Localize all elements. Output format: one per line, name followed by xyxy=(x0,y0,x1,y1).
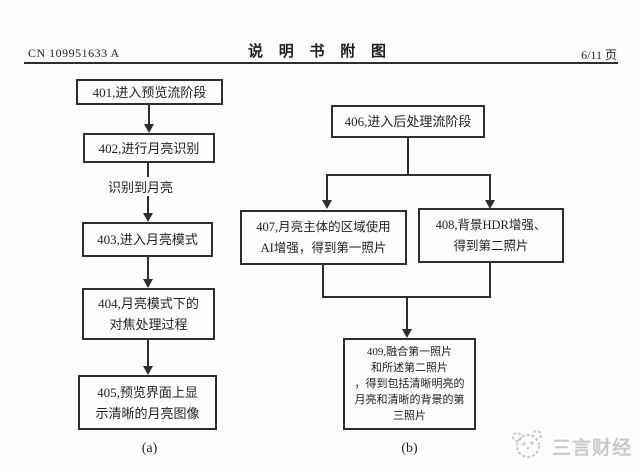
edge-label-moon-recognized: 识别到月亮 xyxy=(105,177,177,196)
arrow-down-icon xyxy=(322,200,332,209)
figure-caption-b: (b) xyxy=(401,441,418,456)
box-402-text: 402,进行月亮识别 xyxy=(98,140,200,156)
edge-407-merge xyxy=(322,265,324,298)
edge-branch-408 xyxy=(489,174,491,200)
watermark: 三言财经 xyxy=(506,427,632,466)
box-409-text-line3: ，得到包括清晰明亮的 xyxy=(354,378,465,390)
flow-box-407: 407,月亮主体的区域使用 AI增强，得到第一照片 xyxy=(240,210,407,265)
box-405-text-line2: 示清晰的月亮图像 xyxy=(95,405,200,421)
flow-box-406: 406,进入后处理流阶段 xyxy=(331,105,485,138)
box-404-text-line1: 404,月亮模式下的 xyxy=(98,296,199,311)
box-405-text-line1: 405,预览界面上显 xyxy=(97,384,198,400)
box-409-text-line2: 和所述第二照片 xyxy=(371,362,448,374)
box-406-text: 406,进入后处理流阶段 xyxy=(344,114,472,129)
edge-404-405 xyxy=(147,340,149,366)
box-409-text-line4: 月亮和清晰的背景的第 xyxy=(354,394,465,406)
arrow-down-icon xyxy=(485,200,495,209)
header-divider xyxy=(24,62,618,64)
page-title: 说 明 书 附 图 xyxy=(247,44,392,60)
flow-box-408: 408,背景HDR增强、 得到第二照片 xyxy=(418,208,564,263)
box-404-text-line2: 对焦处理过程 xyxy=(109,317,188,332)
arrow-down-icon xyxy=(402,329,412,338)
box-407-text-line2: AI增强，得到第一照片 xyxy=(260,240,387,255)
flow-box-409: 409,融合第一照片 和所述第二照片 ，得到包括清晰明亮的 月亮和清晰的背景的第… xyxy=(343,338,476,430)
watermark-brand-text: 三言财经 xyxy=(552,438,633,459)
arrow-down-icon xyxy=(143,213,153,222)
edge-406-stem xyxy=(407,138,409,174)
box-409-text-line1: 409,融合第一照片 xyxy=(366,346,453,358)
flow-box-402: 402,进行月亮识别 xyxy=(83,133,215,163)
edge-merge-409 xyxy=(406,298,408,329)
edge-401-402 xyxy=(148,105,150,126)
box-408-text-line1: 408,背景HDR增强、 xyxy=(435,217,547,232)
flow-box-404: 404,月亮模式下的 对焦处理过程 xyxy=(82,288,215,340)
box-407-text-line1: 407,月亮主体的区域使用 xyxy=(256,219,391,234)
arrow-down-icon xyxy=(143,366,153,375)
box-408-text-line2: 得到第二照片 xyxy=(453,238,529,253)
edge-branch-407 xyxy=(326,174,328,200)
page-number-indicator: 6/11 页 xyxy=(581,48,617,62)
panda-face-icon xyxy=(506,427,546,466)
figure-caption-a: (a) xyxy=(141,441,158,456)
edge-403-404 xyxy=(147,257,149,279)
flow-box-401: 401,进入预览流阶段 xyxy=(76,79,223,105)
edge-408-merge xyxy=(489,263,491,298)
branch-line xyxy=(326,174,491,176)
flow-box-403: 403,进入月亮模式 xyxy=(82,222,213,257)
arrow-down-icon xyxy=(144,124,154,133)
box-403-text: 403,进入月亮模式 xyxy=(97,232,198,247)
merge-line xyxy=(322,296,491,298)
box-409-text-line5: 三照片 xyxy=(393,410,426,422)
patent-number: CN 109951633 A xyxy=(28,46,120,60)
arrow-down-icon xyxy=(143,279,153,288)
flow-box-405: 405,预览界面上显 示清晰的月亮图像 xyxy=(78,375,217,430)
box-401-text: 401,进入预览流阶段 xyxy=(92,84,207,100)
